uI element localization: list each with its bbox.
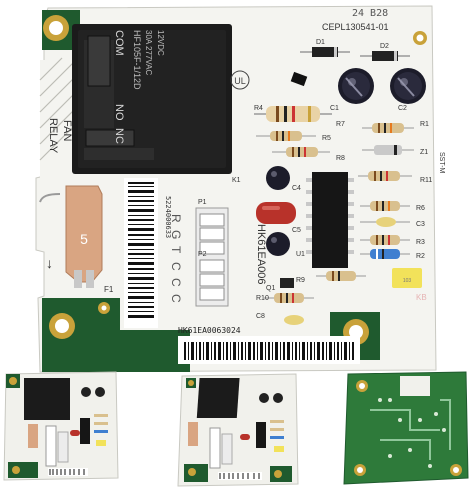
side-barcode (124, 178, 158, 328)
model-text: HK61EA006 (255, 224, 267, 285)
resistor-r8 (272, 147, 330, 157)
transistor-q1 (280, 278, 294, 288)
resistor-r9 (316, 271, 366, 281)
terminal-r: R (169, 214, 183, 223)
resistor-r2 (360, 249, 410, 259)
capacitor-c1 (338, 68, 374, 104)
thumbnail-front-2[interactable] (177, 373, 299, 487)
resistor-r5 (256, 131, 316, 141)
fuse-value: 5 (80, 231, 88, 247)
svg-text:103: 103 (403, 278, 412, 284)
fan-relay (72, 24, 232, 174)
bottom-barcode-text: HK61EA0063024 (178, 326, 241, 335)
ref-k1: K1 (232, 177, 241, 184)
capacitor-red (256, 202, 296, 224)
ref-d1: D1 (316, 39, 325, 46)
fuse-ref: F1 (104, 285, 114, 294)
relay-pin-nc: NC (113, 128, 125, 144)
ref-p2: P2 (198, 251, 207, 258)
ref-r5: R5 (322, 135, 331, 142)
thumbnail-front-1[interactable] (3, 371, 119, 481)
relay-rating-text: 30A 277VAC (144, 30, 153, 75)
main-board: HF105F-1/12D 30A 277VAC 12VDC COM NO NC … (35, 5, 445, 373)
mask-pad-bottomleft (42, 298, 190, 372)
ref-r2: R2 (416, 253, 425, 260)
ref-c3: C3 (416, 221, 425, 228)
capacitor-c3 (360, 217, 410, 227)
date-code: 24 B28 (352, 8, 388, 19)
relay-model-text: HF105F-1/12D (132, 30, 142, 90)
arrow-glyph: ↓ (46, 255, 53, 271)
ref-r7: R7 (336, 121, 345, 128)
resistor-r11 (358, 171, 412, 181)
mounting-hole-topleft (43, 15, 69, 41)
terminal-c1: C (169, 262, 183, 271)
thumbnail-back[interactable] (343, 371, 469, 485)
resistor-r10 (264, 293, 314, 303)
resistor-r3 (360, 235, 410, 245)
ref-z1: Z1 (420, 149, 428, 156)
bottom-barcode (178, 336, 360, 364)
ref-c4: C4 (292, 185, 301, 192)
terminal-g: G (169, 230, 183, 239)
capacitor-c4 (266, 166, 290, 190)
fuse: 5 F1 (65, 185, 114, 294)
ref-c5: C5 (292, 227, 301, 234)
relay-pin-com: COM (113, 30, 125, 56)
terminal-letters: R G T C C C (169, 214, 183, 303)
side-barcode-text: 5224000633 (164, 196, 172, 238)
zener-z1 (362, 145, 414, 155)
ref-r10: R10 (256, 295, 269, 302)
ref-r11: R11 (420, 177, 432, 184)
ref-r1: R1 (420, 121, 429, 128)
ul-mark: UL (230, 70, 250, 90)
relay-label-relay: RELAY (47, 118, 59, 154)
ref-p1: P1 (198, 199, 207, 206)
relay-pin-no: NO (113, 104, 125, 121)
ref-kb: KB (416, 293, 427, 302)
ref-c8: C8 (256, 313, 265, 320)
ic-u1 (306, 172, 354, 268)
capacitor-c5 (266, 232, 290, 256)
ref-r6: R6 (416, 205, 425, 212)
mounting-hole-topright (413, 31, 427, 45)
relay-coil-text: 12VDC (156, 30, 165, 56)
ref-q1: Q1 (266, 285, 275, 292)
mounting-hole-midleft (98, 302, 110, 314)
capacitor-c2 (390, 68, 426, 104)
diode-small (290, 71, 308, 87)
ref-c2: C2 (398, 105, 407, 112)
ref-r4: R4 (254, 105, 263, 112)
power-resistor (254, 106, 332, 122)
ref-r8: R8 (336, 155, 345, 162)
capacitor-yellow: 103 (392, 268, 422, 288)
terminal-header (195, 207, 229, 307)
ref-sst: SST-M (438, 152, 445, 174)
ref-r3: R3 (416, 239, 425, 246)
ref-r9: R9 (296, 277, 305, 284)
mounting-hole-bottomleft (49, 313, 75, 339)
ref-d2: D2 (380, 43, 389, 50)
capacitor-c8 (284, 315, 304, 325)
ref-u1: U1 (296, 251, 305, 258)
relay-label-fan: FAN (61, 120, 73, 141)
diode-d1 (300, 47, 350, 57)
wire-lead (39, 193, 61, 203)
resistor-r1 (362, 123, 414, 133)
diode-d2 (360, 51, 410, 61)
part-number: CEPL130541-01 (322, 22, 389, 32)
terminal-c2: C (169, 278, 183, 287)
ul-mark-text: UL (234, 76, 246, 86)
ref-c1: C1 (330, 105, 339, 112)
resistor-r6 (360, 201, 410, 211)
terminal-c3: C (169, 294, 183, 303)
terminal-t: T (169, 246, 183, 254)
